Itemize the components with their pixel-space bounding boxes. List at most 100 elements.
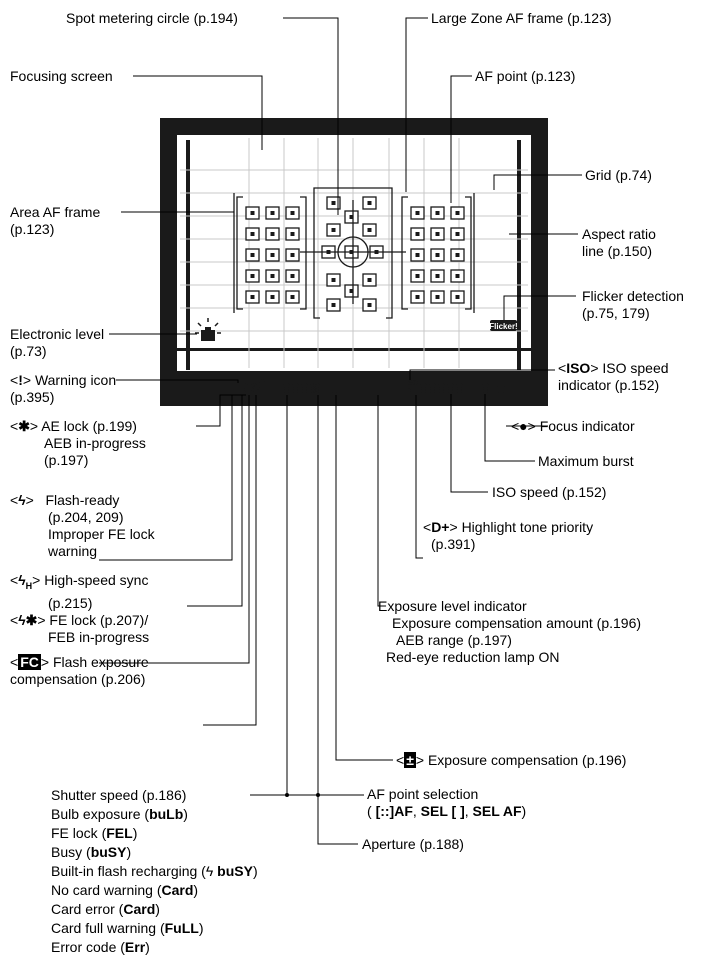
junction-dot-1 — [285, 793, 289, 797]
label-iso-speed: ISO speed (p.152) — [492, 484, 607, 500]
af-point-dot — [455, 232, 460, 236]
af-point-dot — [290, 232, 295, 236]
af-point-dot — [367, 278, 372, 282]
flash-comp-icon — [266, 381, 278, 392]
label-spot-metering: Spot metering circle (p.194) — [66, 10, 238, 26]
af-point-dot — [435, 274, 440, 278]
exposure-tick — [372, 383, 375, 393]
af-point-dot — [290, 295, 295, 299]
label-highlight-tone: <D+> Highlight tone priority (p.391) — [423, 519, 594, 552]
label-warning-icon: <!> Warning icon (p.395) — [10, 372, 117, 405]
iso-digits: 88888 — [419, 381, 464, 398]
label-af-point: AF point (p.123) — [475, 68, 576, 84]
shutter-list-item: Bulb exposure (buLb) — [51, 806, 188, 822]
electronic-level-icon — [195, 318, 221, 341]
af-point-dot — [455, 295, 460, 299]
lcd-info-strip: ! ✱ ϟ ✱ H 8888 8.8 ISO D+ 88888 8 — [238, 377, 506, 398]
af-point-dot — [455, 274, 460, 278]
af-point-dot — [331, 201, 336, 205]
exposure-tick — [369, 387, 371, 393]
label-hss: <ϟH> High-speed sync (p.215) — [10, 572, 149, 611]
focus-indicator-dot — [496, 384, 506, 394]
af-point-dot — [290, 274, 295, 278]
viewfinder-diagram: Flicker! ! ✱ ϟ ✱ H 8888 8.8 ISO D+ 88888… — [99, 17, 582, 845]
dplus-tag: D+ — [406, 388, 415, 395]
label-exposure-level: Exposure level indicator Exposure compen… — [378, 598, 642, 665]
af-point-dot — [250, 211, 255, 215]
exp-comp-icon — [331, 382, 341, 392]
af-points — [245, 196, 465, 312]
area-af-frames — [233, 187, 475, 319]
af-point-dot — [331, 278, 336, 282]
label-fe-lock: <ϟ✱> FE lock (p.207)/ FEB in-progress — [10, 612, 150, 645]
af-point-dot — [270, 232, 275, 236]
fe-lock-icon: ✱ — [259, 377, 266, 386]
exposure-tick — [344, 383, 346, 393]
aspect-line-right — [517, 140, 521, 370]
af-point-dot — [250, 232, 255, 236]
exposure-tick — [394, 387, 397, 393]
shutter-list-item: FE lock (FEL) — [51, 825, 138, 841]
exposure-tick — [362, 387, 364, 393]
label-electronic-level: Electronic level(p.73) — [10, 326, 105, 359]
leader-lines — [99, 17, 582, 845]
af-point-dot — [415, 295, 420, 299]
shutter-list-item: Busy (buSY) — [51, 844, 132, 860]
af-point-dot — [270, 274, 275, 278]
af-point-dot — [415, 232, 420, 236]
aspect-line-left — [186, 140, 190, 370]
warning-icon: ! — [238, 379, 242, 394]
exposure-tick — [376, 387, 379, 393]
exposure-tick — [390, 387, 393, 393]
shutter-list-item: Card full warning (FuLL) — [51, 920, 204, 936]
label-grid: Grid (p.74) — [585, 167, 652, 183]
label-aperture: Aperture (p.188) — [362, 836, 464, 852]
exposure-tick — [401, 383, 404, 393]
af-point-dot — [435, 211, 440, 215]
af-point-dot — [415, 253, 420, 257]
flicker-badge-text: Flicker! — [489, 322, 517, 331]
af-point-dot — [367, 201, 372, 205]
af-point-dot — [435, 295, 440, 299]
shutter-speed-list: Shutter speed (p.186)Bulb exposure (buLb… — [51, 786, 258, 957]
exposure-tick — [398, 387, 400, 393]
af-point-dot — [367, 303, 372, 307]
af-point-dot — [270, 211, 275, 215]
exposure-tick — [365, 387, 368, 393]
label-large-zone: Large Zone AF frame (p.123) — [431, 10, 612, 26]
ae-lock-icon: ✱ — [243, 380, 256, 397]
flicker-badge: Flicker! — [489, 320, 518, 331]
label-max-burst: Maximum burst — [538, 453, 634, 469]
af-point-dot — [331, 303, 336, 307]
exposure-tick — [387, 383, 389, 393]
af-point-dot — [455, 211, 460, 215]
exposure-tick — [380, 387, 382, 393]
exposure-tick — [383, 387, 386, 393]
af-point-dot — [331, 228, 336, 232]
af-point-dot — [415, 274, 420, 278]
shutter-digits: 8888 — [282, 381, 318, 398]
shutter-list-item: Error code (Err) — [51, 939, 150, 955]
af-point-dot — [270, 253, 275, 257]
label-focus-indicator: <●> Focus indicator — [511, 418, 635, 434]
flash-icon: ϟ — [254, 382, 260, 394]
iso-tag: ISO — [406, 380, 419, 387]
af-point-dot — [250, 253, 255, 257]
label-area-af-frame: Area AF frame(p.123) — [10, 204, 101, 237]
label-focusing-screen: Focusing screen — [10, 68, 113, 84]
label-flicker-detection: Flicker detection(p.75, 179) — [582, 288, 684, 321]
exposure-tick — [351, 387, 353, 393]
label-ae-lock: <✱> AE lock (p.199) AEB in-progress (p.1… — [10, 418, 146, 468]
aspect-line-bottom — [177, 348, 531, 351]
label-flash-ready: <ϟ> Flash-ready (p.204, 209) Improper FE… — [10, 492, 155, 559]
af-point-dot — [349, 215, 354, 219]
exposure-tick — [347, 387, 350, 393]
af-point-dot — [270, 295, 275, 299]
af-point-dot — [349, 289, 354, 293]
af-point-dot — [290, 253, 295, 257]
shutter-list-item: No card warning (Card) — [51, 882, 199, 898]
label-af-selection: AF point selection ( [::]AF, SEL [ ], SE… — [367, 786, 527, 819]
af-point-dot — [415, 211, 420, 215]
af-point-dot — [290, 211, 295, 215]
